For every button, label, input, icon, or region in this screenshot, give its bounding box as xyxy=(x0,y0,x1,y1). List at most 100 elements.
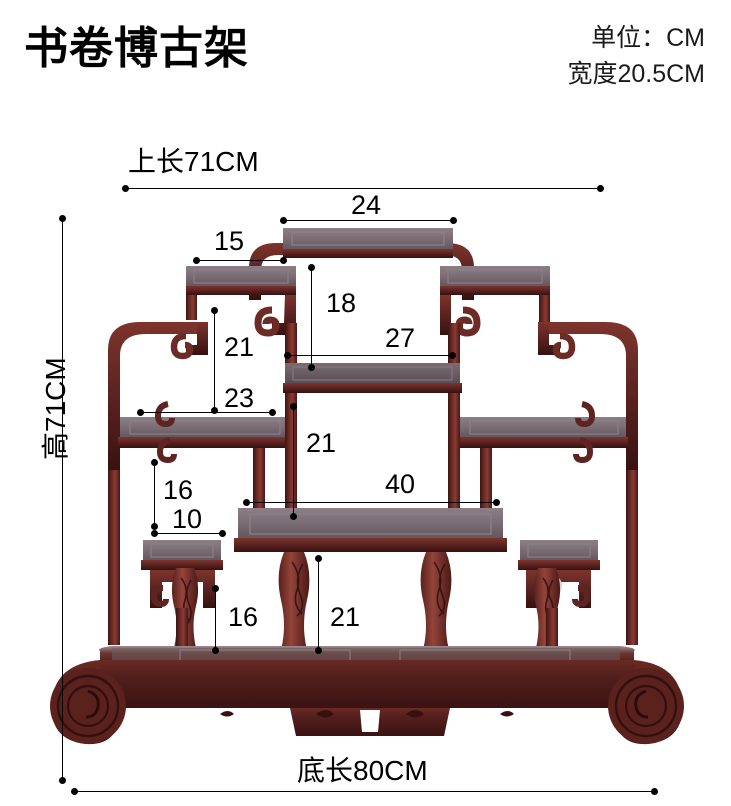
base-top-surface xyxy=(99,646,635,664)
lower-right-apron xyxy=(526,570,591,608)
right-middle-shelf-edge xyxy=(458,437,628,448)
height-dim-line xyxy=(62,218,63,780)
dimension-24-dot-left xyxy=(279,216,287,224)
upper-right-shelf-edge xyxy=(440,286,550,295)
base-scroll-right xyxy=(608,660,684,745)
dimension-21a-dot-top xyxy=(210,306,218,314)
dimension-18-dot-top xyxy=(307,263,315,271)
height-dot-top xyxy=(58,214,66,222)
bottom-length-dot-left xyxy=(70,787,78,795)
dimension-15-label: 15 xyxy=(214,226,245,256)
dimension-10-line xyxy=(154,533,222,534)
dimension-18-label: 18 xyxy=(326,288,357,318)
right-outer-arch xyxy=(546,322,638,475)
ruyi-bracket-upper-right xyxy=(440,295,463,335)
bottom-length-dim-line xyxy=(74,791,654,792)
middle-right-partition xyxy=(448,323,460,408)
bottom-length-label: 底长80CM xyxy=(297,755,428,786)
dimension-40-label: 40 xyxy=(385,469,416,499)
left-outer-post xyxy=(108,470,120,645)
dimension-16b-dot-top xyxy=(211,584,219,592)
carved-leg-2 xyxy=(278,552,310,650)
carved-legs xyxy=(171,552,561,650)
base-apron xyxy=(290,708,450,736)
ruyi-scroll-left-mid-a xyxy=(154,401,175,428)
dimension-15-line xyxy=(196,260,283,261)
lower-right-post xyxy=(546,608,558,653)
carved-leg-3 xyxy=(420,552,452,650)
dimension-21c-line xyxy=(318,558,319,650)
left-middle-shelf-surface xyxy=(120,417,288,439)
ruyi-scroll-lower-left xyxy=(150,585,169,608)
center-right-post xyxy=(448,393,460,513)
left-mid-post xyxy=(253,448,265,513)
dimension-23-dot-left xyxy=(136,408,144,416)
bottom-length-dot-right xyxy=(650,787,658,795)
dimension-16a-line xyxy=(154,462,155,526)
carved-leg-1 xyxy=(171,568,199,648)
height-label: 高71CM xyxy=(40,357,71,460)
dimension-21b-dot-top xyxy=(289,402,297,410)
dimension-23-line xyxy=(140,412,272,413)
top-length-label: 上长71CM xyxy=(128,146,259,177)
dimension-27-label: 27 xyxy=(385,323,416,353)
lower-right-small-shelf-edge xyxy=(518,560,600,570)
dimension-23-dot-right xyxy=(268,408,276,416)
lower-left-post xyxy=(176,608,188,653)
ruyi-scroll-lower-right xyxy=(572,585,591,608)
dimension-27-dot-right xyxy=(448,351,456,359)
top-shelf-edge xyxy=(283,249,453,258)
dimension-16b-dot-bottom xyxy=(211,646,219,654)
ruyi-scroll-left-outer xyxy=(170,332,194,360)
dimension-21b-dot-bottom xyxy=(289,512,297,520)
upper-right-post xyxy=(539,295,550,323)
ruyi-scroll-upper-left xyxy=(254,306,280,337)
dimension-24-dot-right xyxy=(449,216,457,224)
dimension-10-dot-right xyxy=(218,529,226,537)
dimension-15-dot-left xyxy=(192,256,200,264)
dimension-21c-label: 21 xyxy=(330,602,361,632)
middle-shelf-edge xyxy=(283,383,462,393)
dimension-21a-line xyxy=(214,310,215,410)
base-front-face xyxy=(100,660,634,708)
main-lower-shelf-edge xyxy=(234,538,507,552)
dimension-40-line xyxy=(246,502,496,503)
top-shelf-surface xyxy=(283,228,453,251)
dimension-23-label: 23 xyxy=(224,383,255,413)
unit-label: 单位：CM xyxy=(591,24,705,52)
dimension-10-dot-left xyxy=(150,529,158,537)
dimension-21a-label: 21 xyxy=(224,332,255,362)
center-left-post xyxy=(285,393,297,513)
top-length-dot-right xyxy=(596,184,604,192)
dimension-21b-label: 21 xyxy=(306,428,337,458)
dimension-24-line xyxy=(283,220,453,221)
middle-left-partition xyxy=(285,323,297,408)
lower-right-small-shelf-surface xyxy=(520,540,598,562)
page-title: 书卷博古架 xyxy=(24,24,249,73)
top-length-dim-line xyxy=(125,188,600,189)
dimension-21c-dot-bottom xyxy=(314,646,322,654)
lower-left-apron xyxy=(150,570,215,608)
upper-left-shelf-edge xyxy=(186,286,296,295)
ruyi-bracket-upper-left xyxy=(272,295,296,335)
main-lower-shelf-surface xyxy=(238,508,503,540)
dimension-15-dot-right xyxy=(279,256,287,264)
base-carving-3 xyxy=(220,711,234,717)
left-middle-shelf-edge xyxy=(118,437,290,448)
dimension-21a-dot-bottom xyxy=(210,406,218,414)
left-outer-arch xyxy=(108,322,200,475)
dimension-18-dot-bottom xyxy=(307,363,315,371)
carved-leg-4 xyxy=(533,568,561,648)
right-mid-post xyxy=(480,448,492,513)
ruyi-scroll-right-mid-a xyxy=(575,401,596,428)
ruyi-bracket-left-outer xyxy=(186,322,208,355)
dimension-10-label: 10 xyxy=(172,504,203,534)
dimension-21b-line xyxy=(293,406,294,516)
base-carving-2 xyxy=(406,710,424,718)
dimension-16b-label: 16 xyxy=(228,602,259,632)
top-length-dot-left xyxy=(121,184,129,192)
apron-cutout-right xyxy=(556,578,562,594)
dimension-16a-label: 16 xyxy=(163,475,194,505)
